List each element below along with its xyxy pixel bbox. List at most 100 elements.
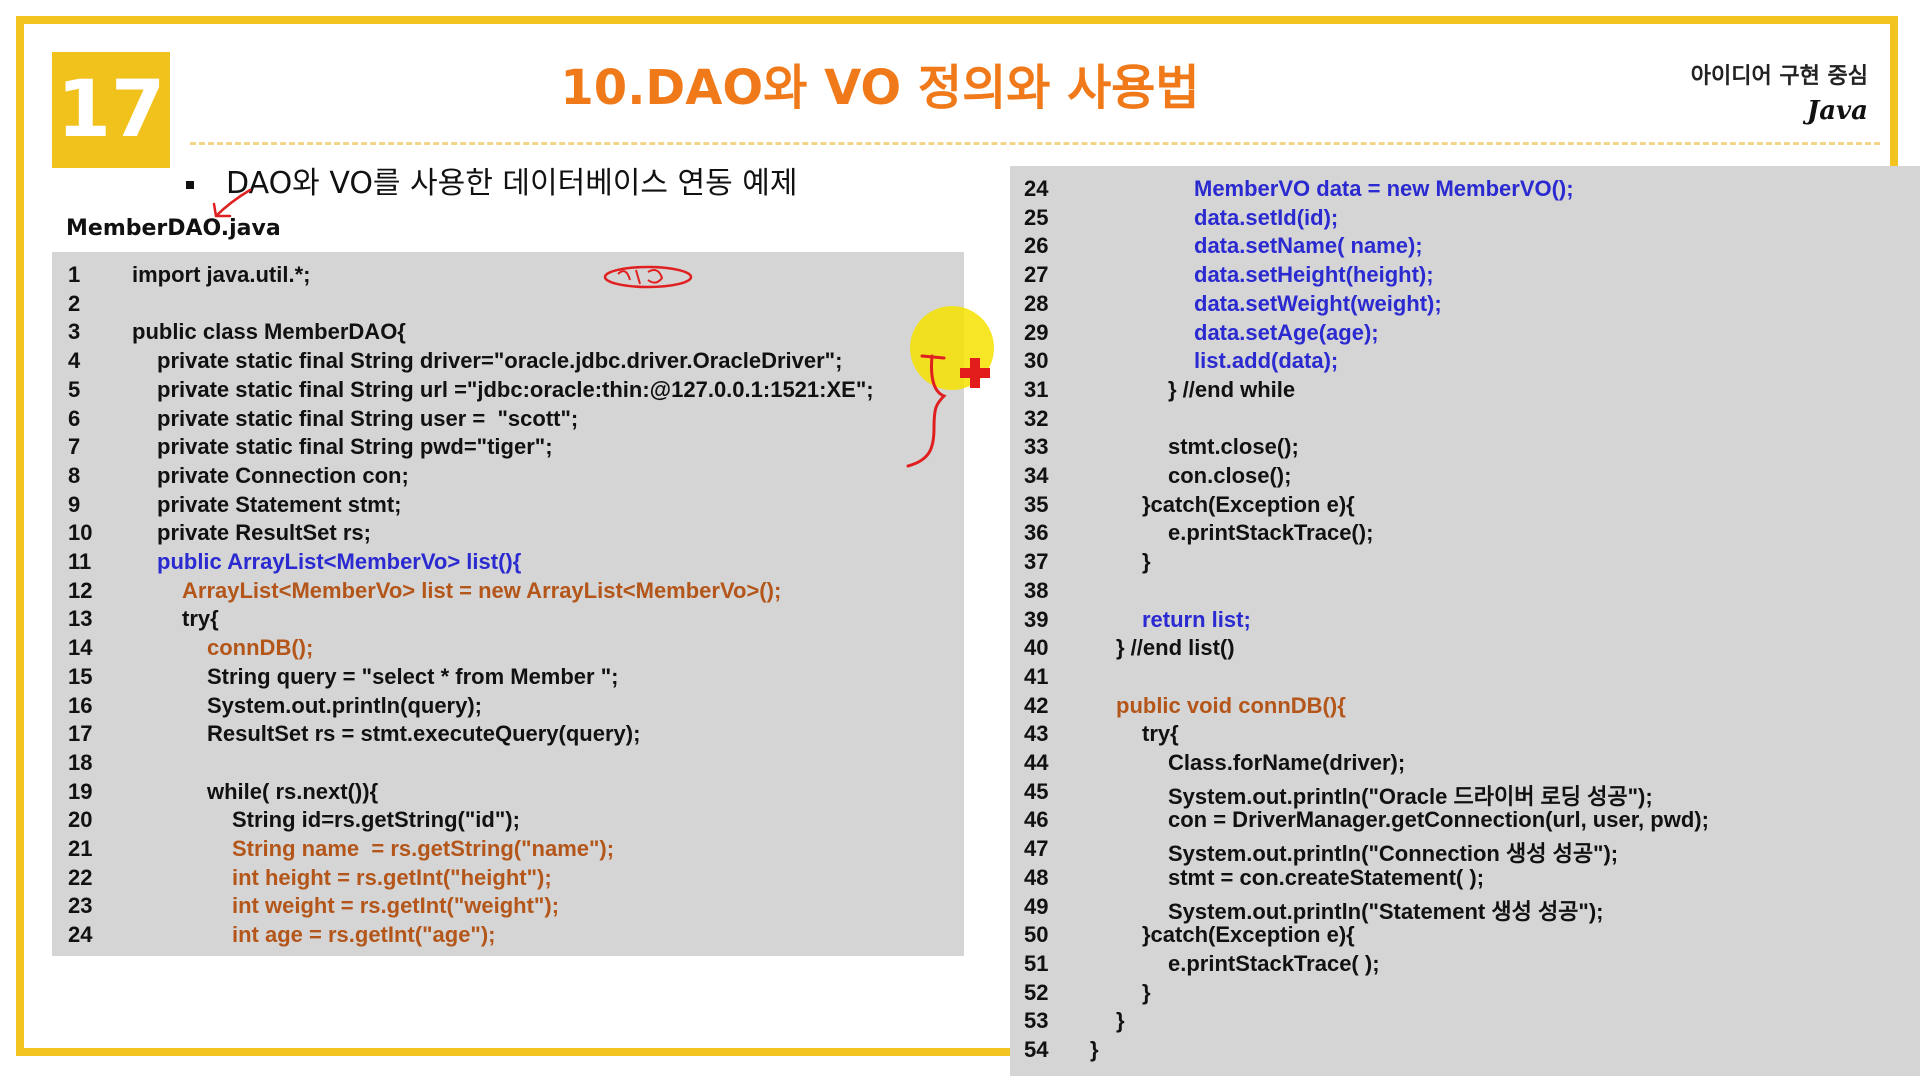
line-number: 22 <box>68 864 93 890</box>
file-name-label: MemberDAO.java <box>66 216 281 241</box>
code-line: 49 System.out.println("Statement 생성 성공"); <box>1010 893 1920 924</box>
code-line: 47 System.out.println("Connection 생성 성공")… <box>1010 836 1920 866</box>
code-text: data.setId(id); <box>1194 204 1339 230</box>
code-text: private static final String driver="orac… <box>157 348 843 374</box>
line-number: 28 <box>1024 290 1049 316</box>
code-text: System.out.println("Connection 생성 성공"); <box>1168 841 1619 867</box>
slide-title: 10.DAO와 VO 정의와 사용법 <box>560 60 1200 116</box>
code-line: 53} <box>1010 1008 1920 1036</box>
code-text: connDB(); <box>207 635 314 661</box>
brand-subtitle: 아이디어 구현 중심 <box>1690 64 1868 89</box>
line-number: 10 <box>68 520 93 546</box>
line-number: 44 <box>1024 750 1049 775</box>
code-text: }catch(Exception e){ <box>1142 491 1355 517</box>
code-text: } //end list() <box>1116 635 1235 661</box>
code-line: 25 data.setId(id); <box>1010 205 1920 233</box>
code-line: 22 int height = rs.getInt("height"); <box>52 865 964 893</box>
line-number: 26 <box>1024 233 1049 259</box>
code-text: } <box>1142 979 1151 1005</box>
code-text: String query = "select * from Member "; <box>207 663 619 689</box>
code-line: 52} <box>1010 980 1920 1008</box>
line-number: 48 <box>1024 864 1049 890</box>
pen-annotation-bracket-icon <box>906 354 947 468</box>
pen-annotation-circle-icon <box>603 265 693 289</box>
line-number: 15 <box>68 663 93 689</box>
line-number: 11 <box>68 549 92 574</box>
code-text: ResultSet rs = stmt.executeQuery(query); <box>207 721 641 747</box>
code-text: stmt = con.createStatement( ); <box>1168 864 1485 890</box>
line-number: 47 <box>1024 836 1049 862</box>
line-number: 42 <box>1024 692 1049 718</box>
code-text: try{ <box>1142 721 1179 747</box>
bullet-text: DAO와 VO를 사용한 데이터베이스 연동 예제 <box>226 166 798 201</box>
line-number: 21 <box>68 836 93 861</box>
line-number: 12 <box>68 577 93 603</box>
line-number: 27 <box>1024 262 1049 288</box>
code-line: 38 <box>1010 578 1920 606</box>
code-text: e.printStackTrace( ); <box>1168 950 1380 976</box>
code-line: 41 <box>1010 664 1920 692</box>
code-text: public ArrayList<MemberVo> list(){ <box>157 549 522 574</box>
line-number: 33 <box>1024 434 1049 460</box>
code-text: MemberVO data = new MemberVO(); <box>1194 176 1574 201</box>
line-number: 25 <box>1024 204 1049 230</box>
code-text: list.add(data); <box>1194 348 1339 374</box>
line-number: 1 <box>68 262 81 287</box>
code-text: } //end while <box>1168 376 1296 402</box>
line-number: 19 <box>68 778 93 804</box>
bullet-icon <box>186 180 194 189</box>
code-line: 32 <box>1010 406 1920 434</box>
code-line: 26 data.setName( name); <box>1010 233 1920 261</box>
code-line: 50}catch(Exception e){ <box>1010 922 1920 950</box>
code-text: private Statement stmt; <box>157 491 402 517</box>
code-text: con.close(); <box>1168 463 1292 488</box>
code-text: con = DriverManager.getConnection(url, u… <box>1168 807 1709 833</box>
code-text: data.setAge(age); <box>1194 319 1379 345</box>
line-number: 16 <box>68 692 93 718</box>
code-line: 40} //end list() <box>1010 635 1920 663</box>
line-number: 24 <box>68 922 93 948</box>
line-number: 49 <box>1024 893 1049 919</box>
line-number: 7 <box>68 434 81 460</box>
code-text: data.setName( name); <box>1194 233 1423 259</box>
line-number: 29 <box>1024 319 1049 345</box>
line-number: 20 <box>68 807 93 833</box>
code-text: } <box>1090 1037 1099 1062</box>
line-number: 50 <box>1024 922 1049 948</box>
line-number: 45 <box>1024 778 1049 804</box>
code-text: while( rs.next()){ <box>207 778 379 804</box>
code-text: e.printStackTrace(); <box>1168 520 1374 546</box>
code-text: String id=rs.getString("id"); <box>232 807 520 833</box>
code-text: int height = rs.getInt("height"); <box>232 864 552 890</box>
brand-name: Java <box>1806 96 1868 126</box>
code-text: System.out.println("Statement 생성 성공"); <box>1168 898 1604 924</box>
line-number: 37 <box>1024 549 1049 575</box>
line-number: 39 <box>1024 606 1049 632</box>
code-text: try{ <box>182 606 219 632</box>
title-divider <box>190 142 1880 145</box>
code-line: 28 data.setWeight(weight); <box>1010 291 1920 319</box>
code-text: data.setWeight(weight); <box>1194 290 1442 316</box>
code-text: } <box>1142 549 1151 575</box>
code-line: 20 String id=rs.getString("id"); <box>52 807 964 835</box>
line-number: 23 <box>68 893 93 919</box>
line-number: 13 <box>68 606 93 632</box>
code-text: String name = rs.getString("name"); <box>232 836 615 861</box>
